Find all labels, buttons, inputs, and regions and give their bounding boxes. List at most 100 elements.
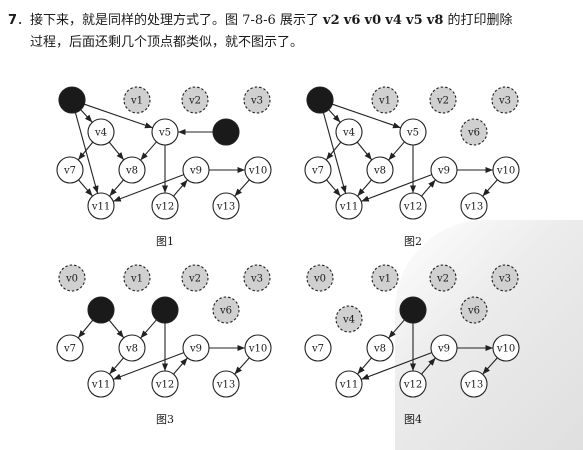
node-label: v5: [406, 128, 419, 139]
edge-v4-v7: [77, 141, 94, 161]
node-label: v3: [498, 274, 511, 285]
node-label: v2: [188, 274, 201, 285]
node-circle: [399, 118, 427, 146]
node-label: v2: [436, 274, 449, 285]
node-circle: [371, 264, 399, 292]
edge-v4-v8: [108, 141, 125, 161]
edge-v8-v11: [109, 179, 124, 197]
node-label: v3: [250, 96, 263, 107]
node-label: v6: [467, 128, 480, 139]
node-circle: [212, 296, 240, 324]
node-circle: [430, 334, 458, 362]
node-v13: v13: [212, 192, 240, 220]
figure-caption: 图2: [404, 235, 422, 248]
node-circle: [491, 86, 519, 114]
node-v5: [399, 296, 427, 324]
node-label: v12: [155, 202, 174, 213]
edge-v0-v11: [322, 112, 347, 194]
sequence-item: v5: [406, 13, 423, 28]
sequence-item: v2: [323, 13, 340, 28]
node-circle: [182, 156, 210, 184]
edge-v8-v11: [357, 179, 372, 197]
node-v3: v3: [491, 264, 519, 292]
node-circle: [151, 118, 179, 146]
node-circle: [399, 192, 427, 220]
node-circle: [399, 296, 427, 324]
node-circle: [366, 156, 394, 184]
node-v9: v9: [182, 156, 210, 184]
header-line-1-prefix: ．接下来，就是同样的处理方式了。图 7-8-6 展示了: [17, 13, 324, 28]
node-label: v12: [403, 202, 422, 213]
node-v9: v9: [430, 334, 458, 362]
edge-v5-v8: [140, 319, 157, 339]
edge-v4-v7: [325, 141, 342, 161]
node-v5: v5: [399, 118, 427, 146]
node-v2: v2: [181, 264, 209, 292]
node-circle: [58, 264, 86, 292]
node-v13: v13: [460, 192, 488, 220]
node-v6: [212, 118, 240, 146]
node-v10: v10: [244, 156, 272, 184]
node-circle: [304, 156, 332, 184]
node-v1: v1: [371, 264, 399, 292]
node-v8: v8: [118, 334, 146, 362]
edge-v9-v11: [113, 352, 184, 380]
edge-v7-v11: [326, 179, 341, 197]
node-v7: v7: [304, 334, 332, 362]
node-v0: [58, 86, 86, 114]
node-v1: v1: [371, 86, 399, 114]
node-v10: v10: [492, 156, 520, 184]
node-label: v2: [436, 96, 449, 107]
node-v4: v4: [335, 118, 363, 146]
edge-v12-v9: [173, 357, 188, 375]
node-v11: v11: [335, 370, 363, 398]
node-v5: [151, 296, 179, 324]
edge-v0-v5: [84, 103, 153, 129]
node-circle: [87, 192, 115, 220]
node-circle: [87, 370, 115, 398]
node-circle: [335, 370, 363, 398]
node-circle: [335, 118, 363, 146]
node-label: v7: [311, 344, 324, 355]
node-label: v4: [342, 315, 355, 326]
node-circle: [306, 86, 334, 114]
node-label: v12: [155, 380, 174, 391]
node-v7: v7: [56, 156, 84, 184]
node-circle: [460, 370, 488, 398]
figure-caption: 图3: [156, 413, 174, 426]
node-v12: v12: [151, 370, 179, 398]
step-number: 7: [8, 13, 18, 28]
sequence-item: v6: [343, 13, 361, 28]
node-circle: [492, 156, 520, 184]
node-label: v9: [437, 166, 450, 177]
node-circle: [371, 86, 399, 114]
edge-v9-v11: [113, 174, 184, 202]
node-label: v10: [496, 166, 515, 177]
node-v12: v12: [399, 192, 427, 220]
node-label: v13: [216, 380, 235, 391]
node-label: v9: [437, 344, 450, 355]
node-circle: [366, 334, 394, 362]
node-v2: v2: [429, 86, 457, 114]
node-label: v11: [91, 380, 110, 391]
edge-v4-v8: [356, 141, 373, 161]
edge-v4-v8: [108, 319, 125, 339]
node-v0: [306, 86, 334, 114]
node-v7: v7: [56, 334, 84, 362]
node-circle: [492, 334, 520, 362]
node-circle: [56, 334, 84, 362]
edge-v0-v5: [332, 103, 401, 129]
node-circle: [399, 370, 427, 398]
node-v12: v12: [399, 370, 427, 398]
node-label: v0: [65, 274, 78, 285]
node-label: v9: [189, 344, 202, 355]
node-circle: [123, 86, 151, 114]
vertex-sequence: v2 v6 v0 v4 v5 v8: [323, 13, 443, 28]
node-v9: v9: [182, 334, 210, 362]
node-circle: [244, 156, 272, 184]
node-label: v10: [496, 344, 515, 355]
node-label: v11: [91, 202, 110, 213]
node-label: v4: [94, 128, 107, 139]
